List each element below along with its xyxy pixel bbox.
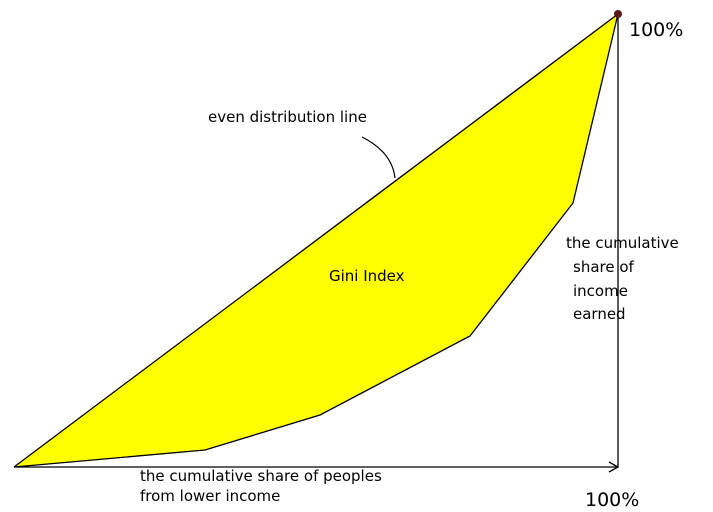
top-corner-dot (614, 10, 622, 18)
even-distribution-line (13, 13, 619, 468)
x-axis-label-line-1: the cumulative share of peoples (140, 467, 382, 485)
x-axis-arrowhead (608, 461, 620, 473)
y-axis-label-line-3: income (573, 282, 628, 300)
top-100-percent-label: 100% (629, 19, 683, 41)
bottom-100-percent-label: 100% (585, 489, 639, 511)
label-leader-line (361, 136, 396, 179)
x-axis-label-line-2: from lower income (140, 487, 280, 505)
y-axis-label-line-2: share of (573, 258, 635, 276)
y-axis-label-line-1: the cumulative (566, 234, 679, 252)
even-distribution-label: even distribution line (208, 108, 367, 126)
lorenz-curve (13, 13, 619, 468)
y-axis-label-line-4: earned (573, 305, 626, 323)
gini-index-label: Gini Index (329, 267, 405, 285)
